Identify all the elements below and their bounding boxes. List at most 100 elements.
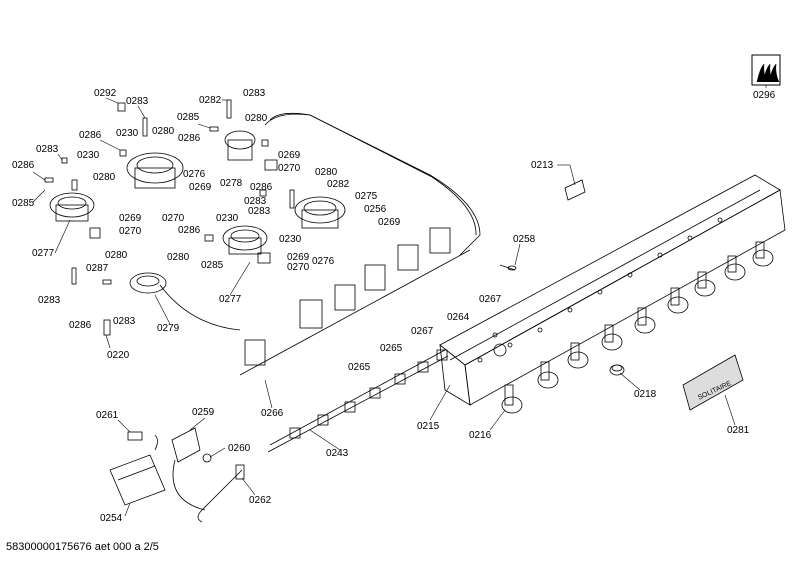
label-0243: 0243 [326,448,349,459]
bracket-0213 [564,179,586,201]
burner-0276-left [126,152,184,189]
label-0265: 0265 [348,362,371,373]
label-0261: 0261 [96,410,119,421]
label-0216: 0216 [469,430,492,441]
label-0260: 0260 [228,443,251,454]
part-labels: 0292 0283 0282 0283 0285 0280 0286 0230 … [12,88,776,524]
knob [694,271,716,297]
label-0281: 0281 [727,425,750,436]
burner-0276-center [222,225,268,255]
label-0280: 0280 [152,126,175,137]
knob [501,384,523,414]
label-0285: 0285 [177,112,200,123]
label-0277: 0277 [219,294,242,305]
label-0256: 0256 [364,204,387,215]
label-0269: 0269 [189,182,212,193]
label-0265: 0265 [380,343,403,354]
label-0286: 0286 [178,133,201,144]
knob [724,255,746,281]
label-0283: 0283 [38,295,61,306]
label-0282: 0282 [199,95,222,106]
knob [537,361,559,389]
label-0254: 0254 [100,513,123,524]
label-0286: 0286 [250,182,273,193]
label-0278: 0278 [220,178,243,189]
label-0276: 0276 [312,256,335,267]
label-0259: 0259 [192,407,215,418]
front-control-panel [439,174,786,406]
label-0276: 0276 [183,169,206,180]
label-0280: 0280 [93,172,116,183]
label-0280: 0280 [105,250,128,261]
label-0270: 0270 [287,262,310,273]
leader-lines [32,85,767,517]
label-0296: 0296 [753,90,776,101]
label-0283: 0283 [243,88,266,99]
burner-ring-0279 [129,272,241,331]
document-id: 58300000175676 aet 000 a 2/5 [6,541,159,553]
label-0286: 0286 [69,320,92,331]
burner-0275 [294,196,346,229]
knob [567,342,589,369]
label-0218: 0218 [634,389,657,400]
control-knobs [501,241,774,414]
label-0230: 0230 [116,128,139,139]
label-0230: 0230 [216,213,239,224]
label-0280: 0280 [315,167,338,178]
label-0230: 0230 [77,150,100,161]
label-0280: 0280 [245,113,268,124]
label-0269: 0269 [119,213,142,224]
label-0220: 0220 [107,350,130,361]
label-0287: 0287 [86,263,109,274]
burner-0278 [224,130,256,161]
label-0269: 0269 [287,252,310,263]
burner-0277-left [49,192,95,222]
label-0282: 0282 [327,179,350,190]
label-0286: 0286 [12,160,35,171]
label-0285: 0285 [12,198,35,209]
label-0283: 0283 [36,144,59,155]
gas-symbol-0296 [751,54,781,86]
label-0292: 0292 [94,88,117,99]
label-0286: 0286 [178,225,201,236]
label-0215: 0215 [417,421,440,432]
label-0285: 0285 [201,260,224,271]
label-0283: 0283 [113,316,136,327]
label-0264: 0264 [447,312,470,323]
label-0286: 0286 [79,130,102,141]
label-0269: 0269 [378,217,401,228]
label-0267: 0267 [411,326,434,337]
label-0266: 0266 [261,408,284,419]
label-0270: 0270 [162,213,185,224]
gas-pipe-0256 [264,112,481,256]
label-0270: 0270 [278,163,301,174]
label-0283: 0283 [248,206,271,217]
label-0269: 0269 [278,150,301,161]
sensor-0258 [499,264,517,271]
label-0258: 0258 [513,234,536,245]
label-0262: 0262 [249,495,272,506]
solitaire-badge: SOLITAIRE [682,354,744,411]
label-0213: 0213 [531,160,554,171]
label-0277: 0277 [32,248,55,259]
gas-valves [239,227,471,376]
label-0275: 0275 [355,191,378,202]
label-0283: 0283 [244,196,267,207]
wire-0262 [197,464,245,523]
knob [601,324,623,351]
cable-clip-0261 [127,431,158,451]
knob [634,307,656,334]
label-0267: 0267 [479,294,502,305]
label-0280: 0280 [167,252,190,263]
label-0279: 0279 [157,323,180,334]
knob [667,287,689,314]
ignition-harness-0243 [267,349,449,453]
small-fittings [44,99,295,336]
small-knob-0218 [609,364,625,376]
label-0270: 0270 [119,226,142,237]
connector-0260 [202,453,212,463]
label-0230: 0230 [279,234,302,245]
ignition-module-0259 [171,427,206,511]
terminal-block-0254 [109,454,166,506]
